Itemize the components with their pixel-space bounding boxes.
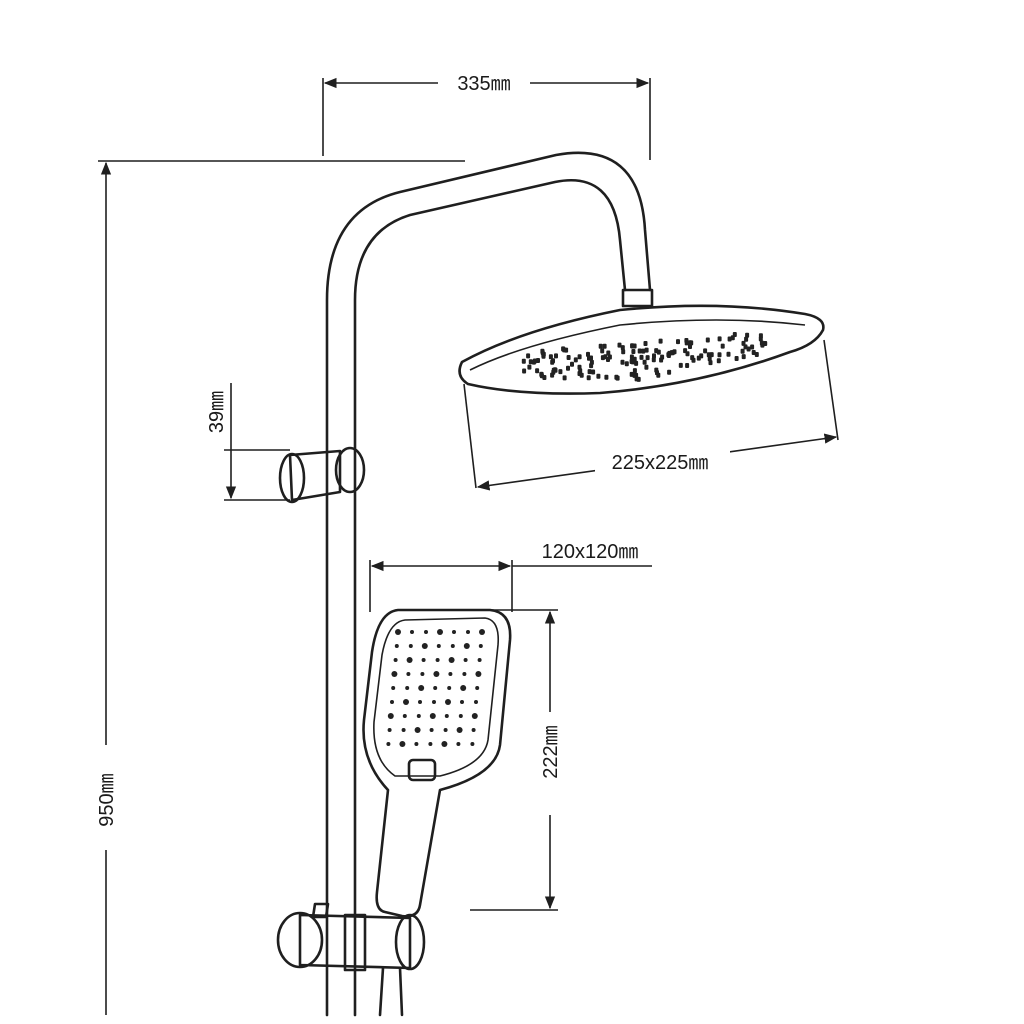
bracket-height-label: 39㎜ xyxy=(206,391,228,433)
dim-hand-shower-width: 120x120㎜ xyxy=(369,541,652,612)
head-shower-nozzles xyxy=(521,332,768,382)
wall-bracket xyxy=(278,446,366,504)
dim-arm-length: 335㎜ xyxy=(322,73,651,160)
dim-head-shower: 225x225㎜ xyxy=(463,339,839,491)
slide-holder xyxy=(276,902,426,1017)
hand-shower xyxy=(362,608,512,918)
hand-shower-nozzles xyxy=(386,629,485,747)
dim-bracket-height: 39㎜ xyxy=(206,383,290,501)
total-height-label: 950㎜ xyxy=(96,773,118,826)
riser-pipe xyxy=(325,151,654,1017)
arm-length-label: 335㎜ xyxy=(457,73,510,95)
head-shower xyxy=(458,304,825,395)
hand-shower-size-label: 120x120㎜ xyxy=(542,541,639,563)
hand-shower-length-label: 222㎜ xyxy=(540,725,562,778)
head-shower-size-label: 225x225㎜ xyxy=(612,452,709,474)
dim-hand-shower-length: 222㎜ xyxy=(470,609,562,911)
dim-total-height: 950㎜ xyxy=(96,160,465,1015)
